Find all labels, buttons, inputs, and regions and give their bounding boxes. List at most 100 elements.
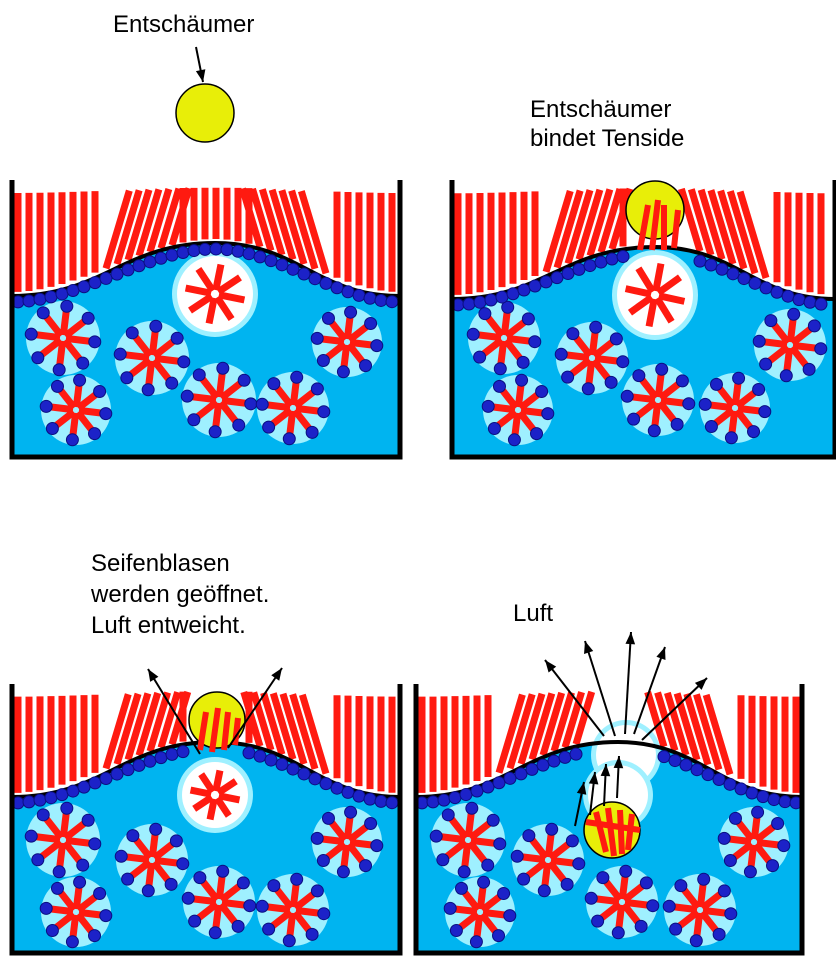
tenside-head [562, 371, 574, 383]
tenside-head [342, 286, 354, 298]
tenside-head [573, 858, 585, 870]
tenside-head [364, 793, 376, 805]
tenside-head [100, 773, 112, 785]
tenside-head [725, 432, 737, 444]
tenside-head [749, 277, 761, 289]
tenside-head [25, 830, 37, 842]
tenside-head [89, 428, 101, 440]
panel-defoamer-binds-tensides [452, 180, 835, 457]
tenside-head [89, 777, 101, 789]
tenside-head [504, 772, 516, 784]
label-defoamer: Entschäumer [113, 9, 254, 40]
tenside-head [155, 752, 167, 764]
tenside-head [537, 759, 549, 771]
tenside-head [727, 268, 739, 280]
air-bubble-core [182, 762, 248, 828]
tenside-head [582, 383, 594, 395]
tenside-head [538, 885, 550, 897]
tenside-head [345, 306, 357, 318]
tenside-head [331, 282, 343, 294]
tenside-head [658, 751, 670, 763]
tenside-head [291, 371, 303, 383]
tenside-head [694, 255, 706, 267]
tenside-tail [34, 837, 60, 840]
tenside-head [254, 251, 266, 263]
tenside-tail [674, 210, 678, 248]
tenside-head [515, 768, 527, 780]
tenside-head [40, 400, 52, 412]
tenside-tail [224, 712, 228, 750]
tenside-head [45, 291, 57, 303]
tenside-head [94, 385, 106, 397]
tenside-head [74, 876, 86, 888]
tenside-tail [63, 811, 66, 837]
air-bubble [172, 251, 258, 337]
tenside-head [494, 838, 506, 850]
label-air: Luft [513, 598, 553, 629]
tenside-head [268, 880, 280, 892]
tenside-head [592, 915, 604, 927]
tenside-head [716, 263, 728, 275]
tenside-head [126, 327, 138, 339]
tenside-head [779, 796, 791, 808]
tenside-head [337, 866, 349, 878]
tenside-head [669, 755, 681, 767]
tenside-head [493, 777, 505, 789]
tenside-head [311, 332, 323, 344]
tenside-head [371, 340, 383, 352]
tenside-head [671, 418, 683, 430]
tenside-head [170, 835, 182, 847]
tenside-head [82, 814, 94, 826]
tenside-head [471, 785, 483, 797]
tenside-head [360, 360, 372, 372]
tenside-tail [468, 811, 471, 837]
tenside-head [89, 277, 101, 289]
tenside-head [46, 925, 58, 937]
tenside-head [23, 796, 35, 808]
tenside-head [656, 363, 668, 375]
tenside-head [66, 434, 78, 446]
arrow-head [545, 660, 556, 672]
tenside-head [199, 243, 211, 255]
tenside-head [768, 794, 780, 806]
tenside-head [32, 352, 44, 364]
tenside-tail [471, 840, 497, 843]
tenside-head [735, 783, 747, 795]
tenside-head [444, 902, 456, 914]
tenside-head [142, 885, 154, 897]
tenside-head [584, 260, 596, 272]
tenside-head [752, 806, 764, 818]
tenside-head [194, 872, 206, 884]
tenside-head [635, 920, 647, 932]
tenside-tail [155, 358, 181, 361]
tenside-head [34, 293, 46, 305]
tenside-head [331, 782, 343, 794]
tenside-head [122, 873, 134, 885]
tenside-head [546, 823, 558, 835]
tenside-head [759, 406, 771, 418]
tenside-head [177, 746, 189, 758]
tenside-head [808, 320, 820, 332]
tenside-head [718, 832, 730, 844]
tenside-head [217, 362, 229, 374]
tenside-tail [66, 840, 92, 843]
tenside-head [51, 380, 63, 392]
tenside-head [133, 759, 145, 771]
tenside-head [778, 840, 790, 852]
tenside-head [698, 873, 710, 885]
tenside-head [122, 264, 134, 276]
tenside-tail [152, 329, 155, 355]
tenside-head [45, 792, 57, 804]
tenside-tail [34, 335, 60, 338]
tenside-head [342, 786, 354, 798]
tenside-head [803, 363, 815, 375]
tenside-head [504, 910, 516, 922]
arrow-head [271, 668, 282, 681]
tenside-head [311, 885, 323, 897]
tenside-head [40, 902, 52, 914]
tenside-head [306, 928, 318, 940]
tenside-head [496, 291, 508, 303]
tenside-head [265, 754, 277, 766]
tenside-head [663, 900, 675, 912]
